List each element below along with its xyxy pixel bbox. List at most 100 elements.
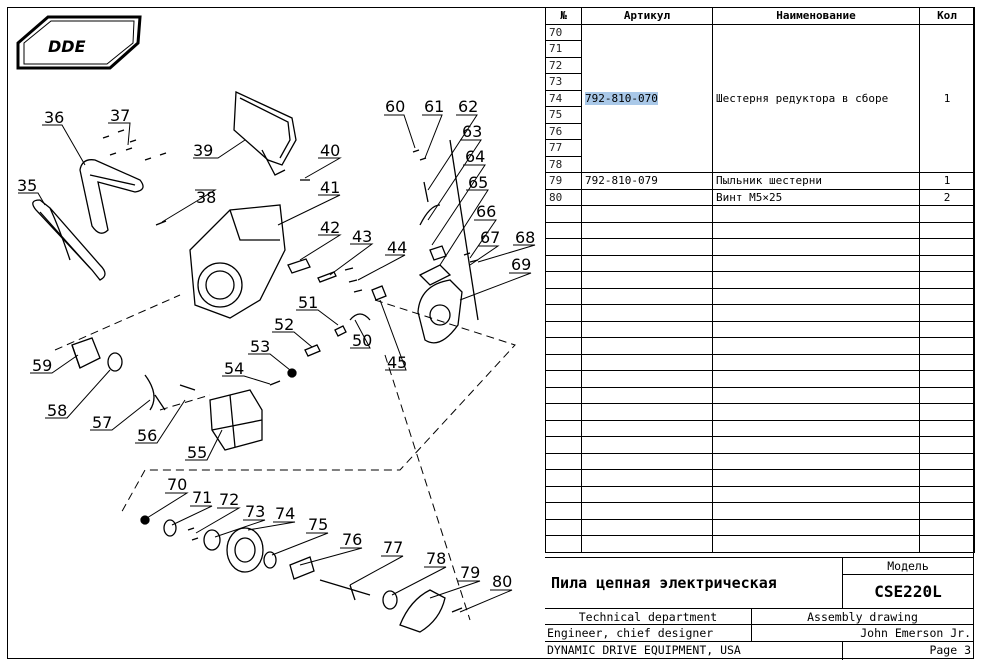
empty-cell bbox=[545, 469, 582, 487]
callout-57: 57 bbox=[92, 413, 112, 432]
empty-cell bbox=[712, 535, 920, 553]
group-article: 792-810-070 bbox=[585, 91, 658, 105]
dde-logo: DDE bbox=[16, 15, 142, 70]
empty-table-row bbox=[545, 337, 975, 355]
logo-text: DDE bbox=[48, 37, 86, 56]
empty-table-row bbox=[545, 452, 975, 470]
header-article: Артикул bbox=[581, 7, 713, 25]
empty-cell bbox=[919, 502, 975, 520]
empty-cell bbox=[581, 419, 713, 437]
row-num: 77 bbox=[545, 139, 582, 157]
row-num: 74 bbox=[545, 89, 582, 107]
company-name: DYNAMIC DRIVE EQUIPMENT, USA bbox=[547, 643, 741, 657]
empty-cell bbox=[545, 436, 582, 454]
empty-cell bbox=[712, 518, 920, 536]
empty-cell bbox=[919, 271, 975, 289]
empty-cell bbox=[919, 370, 975, 388]
group-article-cell[interactable]: 792-810-070 bbox=[581, 23, 713, 173]
callout-78: 78 bbox=[426, 549, 446, 568]
row-name: Винт М5×25 bbox=[712, 188, 920, 206]
callout-69: 69 bbox=[511, 255, 531, 274]
empty-cell bbox=[712, 271, 920, 289]
empty-cell bbox=[581, 535, 713, 553]
empty-cell bbox=[581, 205, 713, 223]
empty-table-row bbox=[545, 287, 975, 305]
empty-cell bbox=[712, 353, 920, 371]
header-qty: Кол bbox=[919, 7, 975, 25]
empty-cell bbox=[581, 370, 713, 388]
empty-cell bbox=[581, 518, 713, 536]
empty-cell bbox=[581, 452, 713, 470]
callout-56: 56 bbox=[137, 426, 157, 445]
empty-cell bbox=[919, 337, 975, 355]
empty-table-row bbox=[545, 370, 975, 388]
callout-74: 74 bbox=[275, 504, 295, 523]
designer-name: John Emerson Jr. bbox=[860, 626, 971, 640]
empty-cell bbox=[919, 221, 975, 239]
empty-cell bbox=[919, 353, 975, 371]
callout-68: 68 bbox=[515, 228, 535, 247]
empty-cell bbox=[919, 535, 975, 553]
row-article[interactable] bbox=[581, 188, 713, 206]
row-num: 78 bbox=[545, 155, 582, 173]
empty-cell bbox=[919, 518, 975, 536]
callout-80: 80 bbox=[492, 572, 512, 591]
title-block: Пила цепная электрическая Модель CSE220L… bbox=[545, 557, 974, 660]
row-article[interactable]: 792-810-079 bbox=[581, 172, 713, 190]
table-row: 79 792-810-079 Пыльник шестерни 1 bbox=[545, 172, 975, 190]
empty-table-row bbox=[545, 518, 975, 536]
callout-45: 45 bbox=[387, 353, 407, 372]
empty-cell bbox=[919, 419, 975, 437]
callout-numbers: 35 36 37 38 39 40 41 42 43 44 45 50 51 5… bbox=[17, 97, 535, 591]
empty-cell bbox=[712, 502, 920, 520]
callout-42: 42 bbox=[320, 218, 340, 237]
empty-cell bbox=[919, 403, 975, 421]
empty-cell bbox=[545, 304, 582, 322]
empty-table-row bbox=[545, 221, 975, 239]
row-num: 72 bbox=[545, 56, 582, 74]
table-row: 70 792-810-070 Шестерня редуктора в сбор… bbox=[545, 23, 975, 173]
empty-cell bbox=[919, 386, 975, 404]
empty-table-row bbox=[545, 485, 975, 503]
empty-cell bbox=[919, 469, 975, 487]
row-num: 71 bbox=[545, 40, 582, 58]
callout-38: 38 bbox=[196, 188, 216, 207]
empty-cell bbox=[712, 238, 920, 256]
callout-71: 71 bbox=[192, 488, 212, 507]
callout-36: 36 bbox=[44, 108, 64, 127]
empty-cell bbox=[581, 254, 713, 272]
empty-cell bbox=[712, 337, 920, 355]
empty-cell bbox=[545, 370, 582, 388]
empty-table-row bbox=[545, 436, 975, 454]
callout-70: 70 bbox=[167, 475, 187, 494]
callout-60: 60 bbox=[385, 97, 405, 116]
row-num: 73 bbox=[545, 73, 582, 91]
empty-cell bbox=[581, 320, 713, 338]
header-num: № bbox=[545, 7, 582, 25]
row-num: 79 bbox=[545, 172, 582, 190]
callout-54: 54 bbox=[224, 359, 244, 378]
empty-cell bbox=[712, 221, 920, 239]
row-num: 76 bbox=[545, 122, 582, 140]
empty-cell bbox=[919, 452, 975, 470]
callout-72: 72 bbox=[219, 490, 239, 509]
empty-table-row bbox=[545, 205, 975, 223]
table-row: 76 bbox=[545, 122, 975, 140]
empty-cell bbox=[712, 419, 920, 437]
callout-39: 39 bbox=[193, 141, 213, 160]
empty-cell bbox=[545, 419, 582, 437]
empty-table-row bbox=[545, 320, 975, 338]
callout-53: 53 bbox=[250, 337, 270, 356]
empty-cell bbox=[545, 386, 582, 404]
empty-table-row bbox=[545, 419, 975, 437]
empty-cell bbox=[545, 320, 582, 338]
drawing-type: Assembly drawing bbox=[807, 610, 918, 624]
empty-cell bbox=[545, 502, 582, 520]
callout-63: 63 bbox=[462, 122, 482, 141]
row-num: 70 bbox=[545, 23, 582, 41]
callout-59: 59 bbox=[32, 356, 52, 375]
empty-cell bbox=[712, 485, 920, 503]
empty-cell bbox=[919, 287, 975, 305]
empty-table-row bbox=[545, 353, 975, 371]
callout-43: 43 bbox=[352, 227, 372, 246]
